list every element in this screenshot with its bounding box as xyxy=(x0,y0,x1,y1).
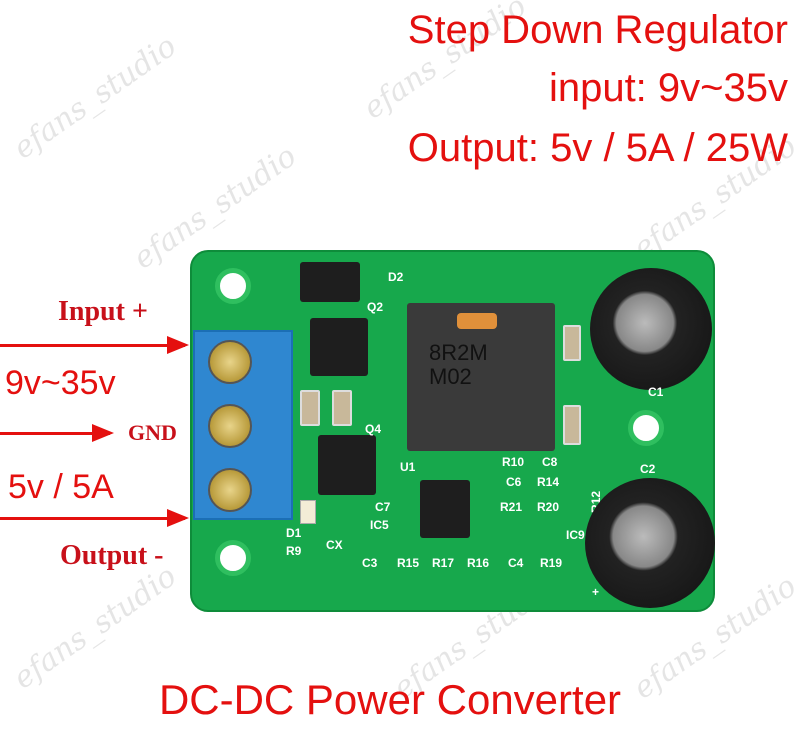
silk-label: R19 xyxy=(540,556,563,570)
silk-label: C8 xyxy=(542,455,558,469)
diode-d2 xyxy=(300,262,360,302)
mount-hole xyxy=(215,268,251,304)
silk-label: R14 xyxy=(537,475,560,489)
silk-label: D2 xyxy=(388,270,404,284)
terminal-screw-output[interactable] xyxy=(208,468,252,512)
capacitor xyxy=(563,405,581,445)
silk-label: CX xyxy=(326,538,343,552)
mount-hole xyxy=(628,410,664,446)
silk-label: IC5 xyxy=(370,518,389,532)
capacitor-c2 xyxy=(585,478,715,608)
input-arrow xyxy=(0,336,189,354)
silk-label: C4 xyxy=(508,556,524,570)
title-line-1: Step Down Regulator xyxy=(407,8,788,52)
silk-label: C6 xyxy=(506,475,522,489)
capacitor xyxy=(332,390,352,426)
mosfet-q2 xyxy=(310,318,368,376)
mosfet-q4 xyxy=(318,435,376,495)
title-line-3: Output: 5v / 5A / 25W xyxy=(407,126,788,170)
footer-title: DC-DC Power Converter xyxy=(158,676,622,723)
ic-u1 xyxy=(420,480,470,538)
silk-label: C1 xyxy=(648,385,664,399)
silk-label: R9 xyxy=(286,544,302,558)
silk-label: Q2 xyxy=(367,300,384,314)
output-spec-label: 5v / 5A xyxy=(8,468,114,506)
silk-label: R16 xyxy=(467,556,490,570)
silk-label: R17 xyxy=(432,556,455,570)
capacitor xyxy=(563,325,581,361)
input-range-label: 9v~35v xyxy=(5,364,116,402)
silk-label: U1 xyxy=(400,460,416,474)
silk-label: IC9 xyxy=(566,528,585,542)
silk-label: Q4 xyxy=(365,422,382,436)
silk-label: C3 xyxy=(362,556,378,570)
silk-label: R21 xyxy=(500,500,523,514)
silk-label: C2 xyxy=(640,462,656,476)
gnd-arrow xyxy=(0,424,114,442)
silk-label: D1 xyxy=(286,526,302,540)
silk-label: R20 xyxy=(537,500,560,514)
inductor-marking: 8R2M M02 xyxy=(429,340,488,390)
terminal-screw-input[interactable] xyxy=(208,340,252,384)
silk-label: + xyxy=(592,585,600,599)
gnd-label: GND xyxy=(128,420,177,445)
output-arrow xyxy=(0,509,189,527)
watermark: efans_studio xyxy=(7,28,183,167)
title-line-2: input: 9v~35v xyxy=(548,66,788,110)
terminal-screw-gnd[interactable] xyxy=(208,404,252,448)
led-d1 xyxy=(300,500,316,524)
capacitor-c1 xyxy=(590,268,712,390)
mount-hole xyxy=(215,540,251,576)
capacitor xyxy=(300,390,320,426)
input-label: Input + xyxy=(58,296,148,327)
silk-label: R15 xyxy=(397,556,420,570)
output-label: Output - xyxy=(60,540,164,571)
silk-label: C7 xyxy=(375,500,391,514)
silk-label: R10 xyxy=(502,455,525,469)
inductor: 8R2M M02 xyxy=(407,303,555,451)
